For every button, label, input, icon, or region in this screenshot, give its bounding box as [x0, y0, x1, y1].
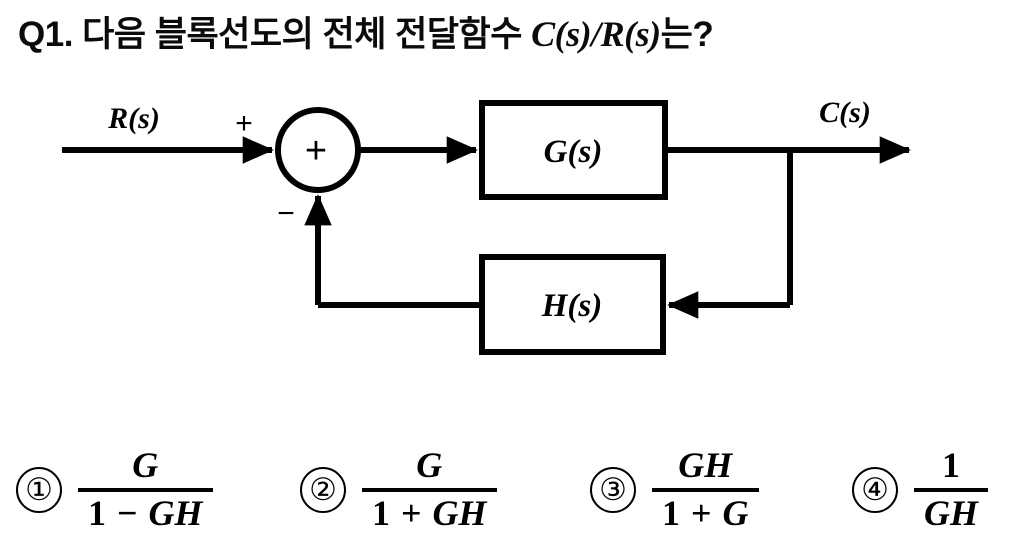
answer-choice-2[interactable]: ② G 1 + GH [300, 420, 497, 559]
choice-number-1: ① [16, 466, 62, 513]
question-text-before: 다음 블록선도의 전체 전달함수 [82, 15, 522, 54]
choice-denominator-3: 1 + G [662, 492, 749, 533]
choice-number-4: ④ [852, 466, 898, 513]
choice-numerator-4: 1 [942, 444, 960, 485]
choice-numerator-2: G [416, 444, 443, 485]
output-signal-label: C(s) [819, 96, 871, 129]
fraction-bar [652, 487, 759, 492]
feedback-block-label: H(s) [541, 288, 603, 324]
choice-denominator-4: GH [924, 492, 978, 533]
question-number: Q1. [18, 15, 73, 54]
question-transfer-function: C(s)/R(s) [531, 14, 661, 54]
feedback-block [479, 254, 666, 355]
answer-choice-4[interactable]: ④ 1 GH [852, 420, 988, 559]
choice-numerator-1: G [132, 444, 159, 485]
choice-fraction-2: G 1 + GH [362, 444, 497, 533]
choice-fraction-4: 1 GH [914, 444, 988, 533]
choice-fraction-3: GH 1 + G [652, 444, 759, 533]
input-signal-label: R(s) [107, 102, 160, 135]
choice-numerator-3: GH [678, 444, 733, 485]
fraction-bar [362, 487, 497, 492]
answer-choice-1[interactable]: ① G 1 − GH [16, 420, 213, 559]
choice-number-3: ③ [590, 466, 636, 513]
fraction-bar [914, 487, 988, 492]
forward-block-label: G(s) [544, 134, 603, 170]
block-diagram: R(s) + + − G(s) C(s) H(s) [62, 96, 911, 355]
answer-choice-3[interactable]: ③ GH 1 + G [590, 420, 759, 559]
question-text-after: 는? [660, 15, 714, 54]
answer-choice-list: ① G 1 − GH ② G 1 + GH ③ GH 1 + G [0, 420, 1024, 559]
summing-junction-symbol: + [305, 130, 327, 172]
choice-number-2: ② [300, 466, 346, 513]
summing-plus-sign: + [235, 107, 253, 140]
page-title: Q1. 다음 블록선도의 전체 전달함수 C(s)/R(s)는? [18, 6, 1008, 62]
summing-minus-sign: − [277, 197, 295, 230]
choice-denominator-1: 1 − GH [88, 492, 203, 533]
choice-fraction-1: G 1 − GH [78, 444, 213, 533]
fraction-bar [78, 487, 213, 492]
choice-denominator-2: 1 + GH [372, 492, 487, 533]
